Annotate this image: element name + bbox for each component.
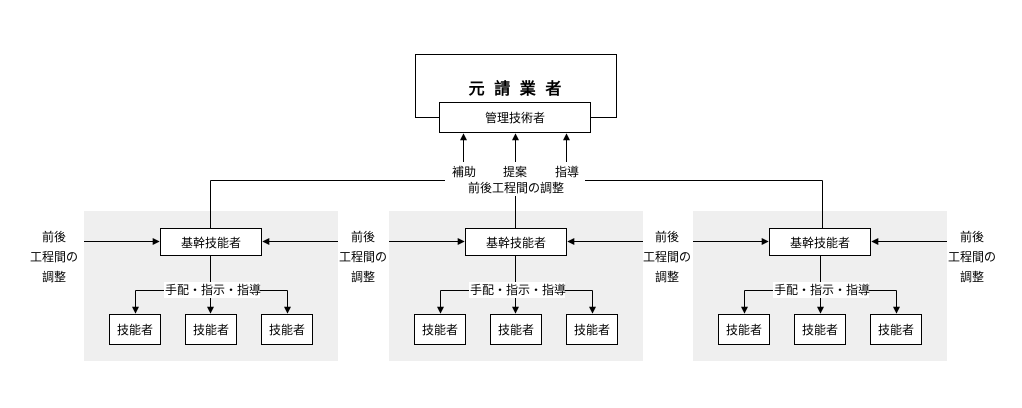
technician-box: 技能者	[414, 314, 466, 345]
side-coordination-label-3: 前後 工程間の 調整	[642, 230, 691, 284]
technician-box: 技能者	[490, 314, 542, 345]
technician-box: 技能者	[566, 314, 618, 345]
instruction-label-3: 手配・指示・指導	[773, 282, 871, 298]
side-coordination-label-2: 前後 工程間の 調整	[338, 230, 387, 284]
instruction-label-1: 手配・指示・指導	[164, 282, 262, 298]
lead-technician-box-1: 基幹技能者	[160, 228, 262, 256]
technician-box: 技能者	[718, 314, 770, 345]
lead-technician-box-3: 基幹技能者	[769, 228, 871, 256]
technician-box: 技能者	[870, 314, 922, 345]
lead-technician-box-2: 基幹技能者	[465, 228, 567, 256]
technician-box: 技能者	[261, 314, 313, 345]
prime-contractor-title: 元 請 業 者	[468, 79, 564, 98]
guidance-label: 指導	[554, 165, 579, 179]
coordination-label-top: 前後工程間の調整	[462, 180, 570, 196]
manager-box: 管理技術者	[439, 102, 591, 133]
proposal-label: 提案	[502, 165, 527, 179]
side-coordination-label-1: 前後 工程間の 調整	[29, 230, 78, 284]
technician-box: 技能者	[109, 314, 161, 345]
technician-box: 技能者	[185, 314, 237, 345]
support-label: 補助	[451, 165, 476, 179]
technician-box: 技能者	[794, 314, 846, 345]
manager-label: 管理技術者	[484, 111, 545, 125]
side-coordination-label-4: 前後 工程間の 調整	[947, 230, 996, 284]
instruction-label-2: 手配・指示・指導	[469, 282, 567, 298]
